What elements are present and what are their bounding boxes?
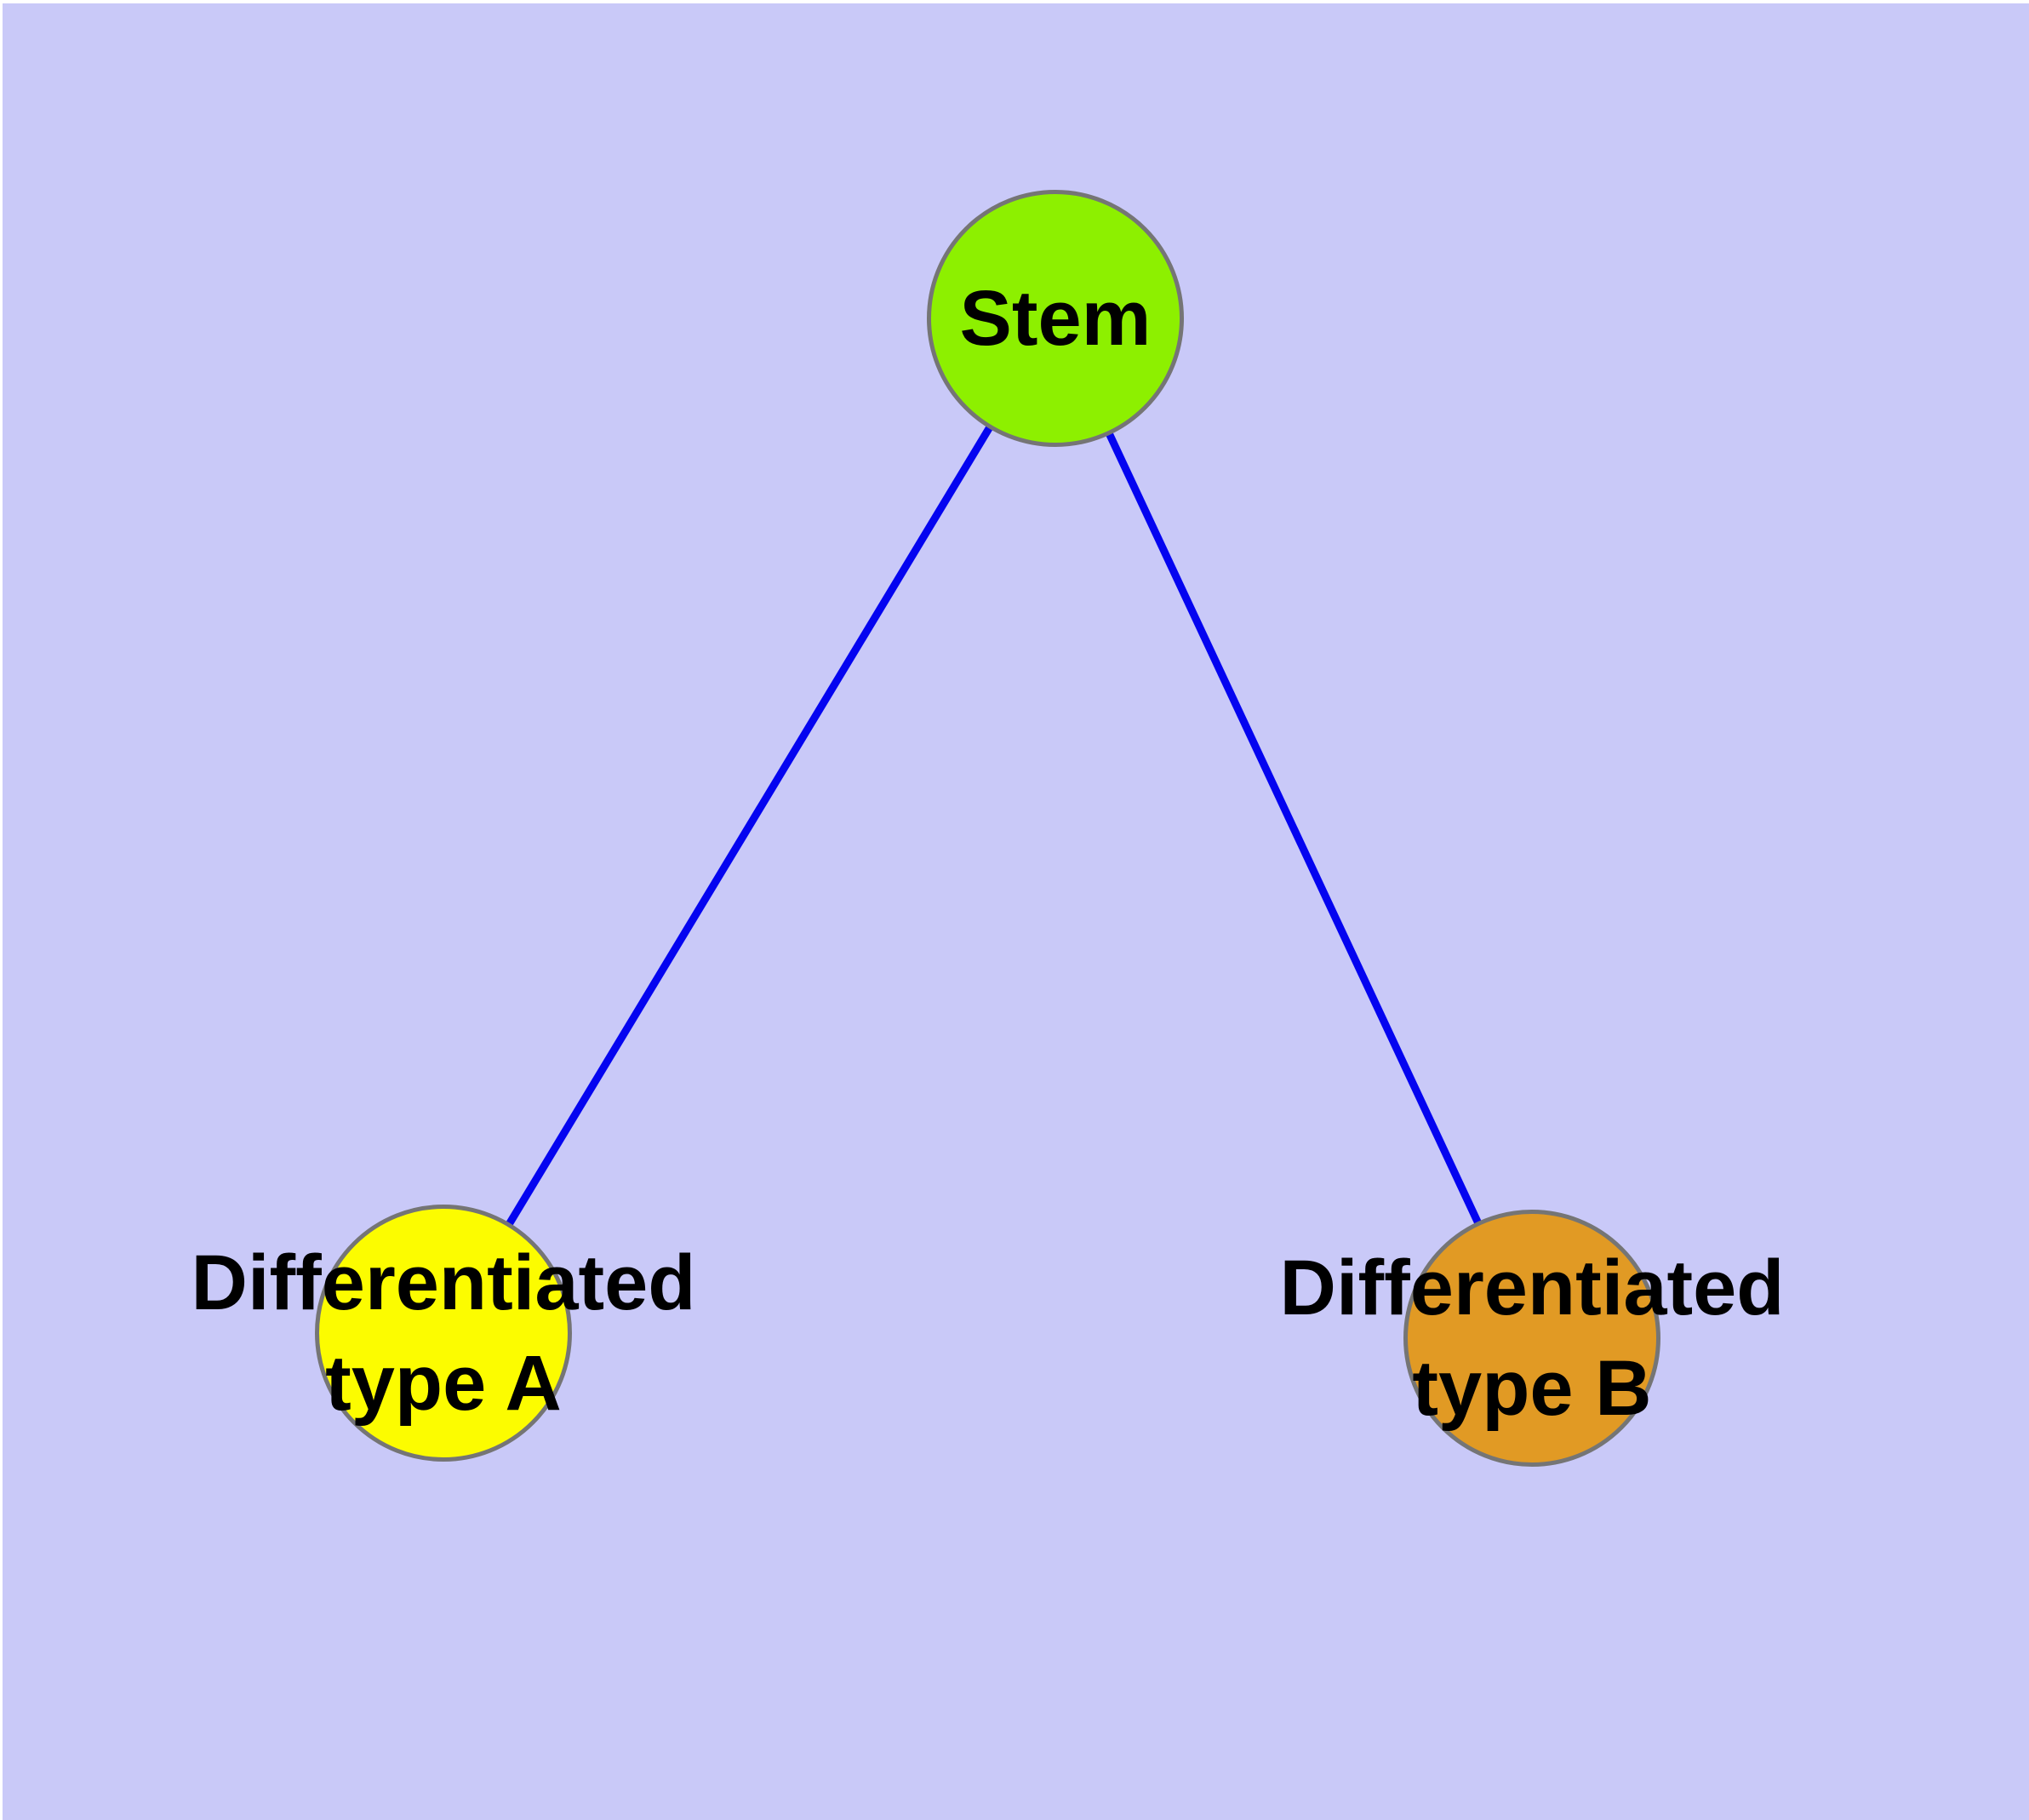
differentiated-type-b-label-line-2: type B xyxy=(1412,1345,1652,1432)
edge-stem-to-differentiated-type-a xyxy=(440,316,1059,1336)
differentiated-type-a-node xyxy=(315,1205,572,1462)
differentiated-type-b-node xyxy=(1403,1210,1660,1467)
differentiated-type-a-label: Differentiated type A xyxy=(191,1233,696,1434)
stem-node xyxy=(927,190,1184,447)
figure-margin-left xyxy=(0,0,3,1820)
differentiated-type-a-label-line-2: type A xyxy=(325,1340,562,1427)
differentiated-type-a-label-line-1: Differentiated xyxy=(191,1239,696,1326)
differentiated-type-b-label: Differentiated type B xyxy=(1280,1238,1785,1439)
stem-label: Stem xyxy=(960,268,1152,369)
edge-stem-to-differentiated-type-b xyxy=(1051,317,1536,1340)
differentiated-type-b-label-line-1: Differentiated xyxy=(1279,1245,1785,1331)
stem-label-line-1: Stem xyxy=(959,275,1152,362)
figure-margin-top xyxy=(0,0,2029,3)
